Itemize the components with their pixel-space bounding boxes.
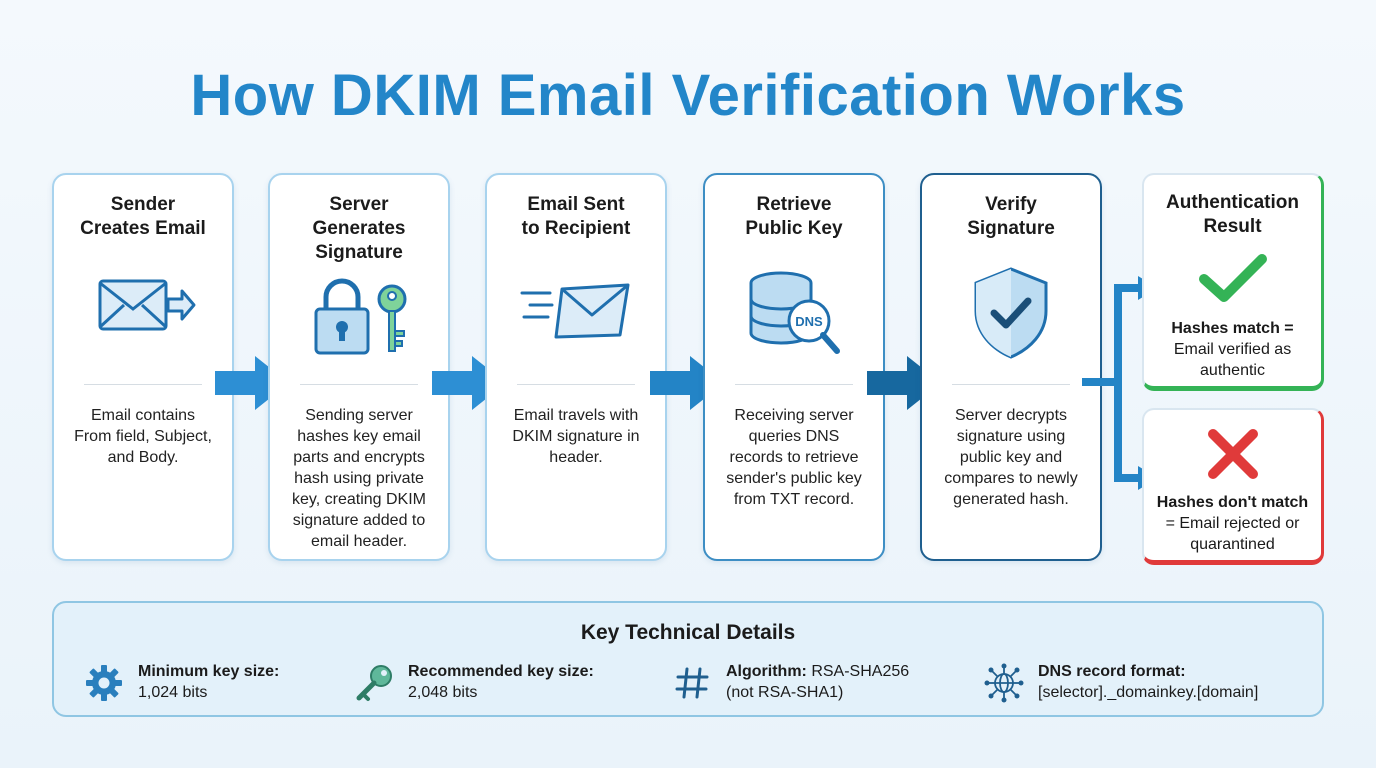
page-title: How DKIM Email Verification Works	[190, 63, 1186, 128]
card-divider	[735, 384, 853, 385]
shield-check-icon	[922, 265, 1100, 361]
gear-icon	[82, 661, 126, 705]
step-description: Receiving server queries DNS records to …	[726, 407, 862, 508]
step-title: Server Generates Signature	[312, 194, 406, 263]
detail-value: [selector]._domainkey.[domain]	[1038, 684, 1259, 701]
step-card-email-sent: Email Sent to Recipient Email travels wi…	[485, 173, 667, 561]
detail-value: 1,024 bits	[138, 684, 208, 701]
card-divider	[84, 384, 202, 385]
checkmark-icon	[1144, 253, 1321, 305]
dns-database-search-icon: DNS	[705, 267, 883, 363]
lock-and-key-icon	[270, 275, 448, 359]
key-technical-details-panel: Key Technical Details Minimum key siz	[52, 601, 1324, 717]
detail-dns-record-format: DNS record format: [selector]._domainkey…	[982, 661, 1258, 705]
envelope-send-icon	[54, 271, 232, 341]
step-card-verify: Verify Signature Server decrypts signatu…	[920, 173, 1102, 561]
detail-label: DNS record format:	[1038, 663, 1186, 680]
failure-label: Hashes don't match	[1156, 494, 1309, 511]
result-failure-card: Hashes don't match = Email rejected or q…	[1142, 408, 1324, 565]
step-description: Server decrypts signature using public k…	[944, 407, 1078, 508]
result-title: Authentication Result	[1166, 192, 1299, 237]
step-description: Email travels with DKIM signature in hea…	[512, 407, 640, 466]
step-title: Retrieve Public Key	[745, 194, 843, 239]
network-globe-icon	[982, 661, 1026, 705]
result-success-text: Hashes match = Email verified as authent…	[1148, 318, 1317, 381]
step-title: Verify Signature	[967, 194, 1055, 239]
card-divider	[300, 384, 418, 385]
detail-algorithm: Algorithm: RSA-SHA256 (not RSA-SHA1)	[670, 661, 909, 705]
card-divider	[952, 384, 1070, 385]
step-card-server-signature: Server Generates Signature Sending serve…	[268, 173, 450, 561]
step-card-sender: Sender Creates Email Email contains From…	[52, 173, 234, 561]
detail-recommended-key-size: Recommended key size: 2,048 bits	[352, 661, 594, 705]
success-detail: Email verified as authentic	[1173, 341, 1292, 379]
result-success-card: Authentication Result Hashes match = Ema…	[1142, 173, 1324, 391]
step-card-retrieve-key: Retrieve Public Key DNS Receiving server…	[703, 173, 885, 561]
key-icon	[352, 661, 396, 705]
step-description: Email contains From field, Subject, and …	[74, 407, 212, 466]
result-failure-text: Hashes don't match = Email rejected or q…	[1148, 492, 1317, 555]
detail-label: Minimum key size:	[138, 663, 280, 680]
detail-label: Algorithm:	[726, 663, 807, 680]
detail-value: (not RSA-SHA1)	[726, 684, 844, 701]
detail-label: Recommended key size:	[408, 663, 594, 680]
detail-min-key-size: Minimum key size: 1,024 bits	[82, 661, 279, 705]
step-title: Sender Creates Email	[80, 194, 206, 239]
success-label: Hashes match =	[1171, 320, 1294, 337]
dns-icon-label: DNS	[795, 314, 823, 329]
card-divider	[517, 384, 635, 385]
envelope-in-transit-icon	[487, 279, 665, 343]
hash-icon	[670, 661, 714, 705]
details-title: Key Technical Details	[580, 621, 796, 644]
detail-inline-value: RSA-SHA256	[811, 663, 910, 680]
x-mark-icon	[1144, 428, 1321, 480]
failure-detail: = Email rejected or quarantined	[1165, 515, 1300, 553]
detail-value: 2,048 bits	[408, 684, 478, 701]
step-description: Sending server hashes key email parts an…	[292, 407, 426, 550]
step-title: Email Sent to Recipient	[521, 194, 631, 239]
